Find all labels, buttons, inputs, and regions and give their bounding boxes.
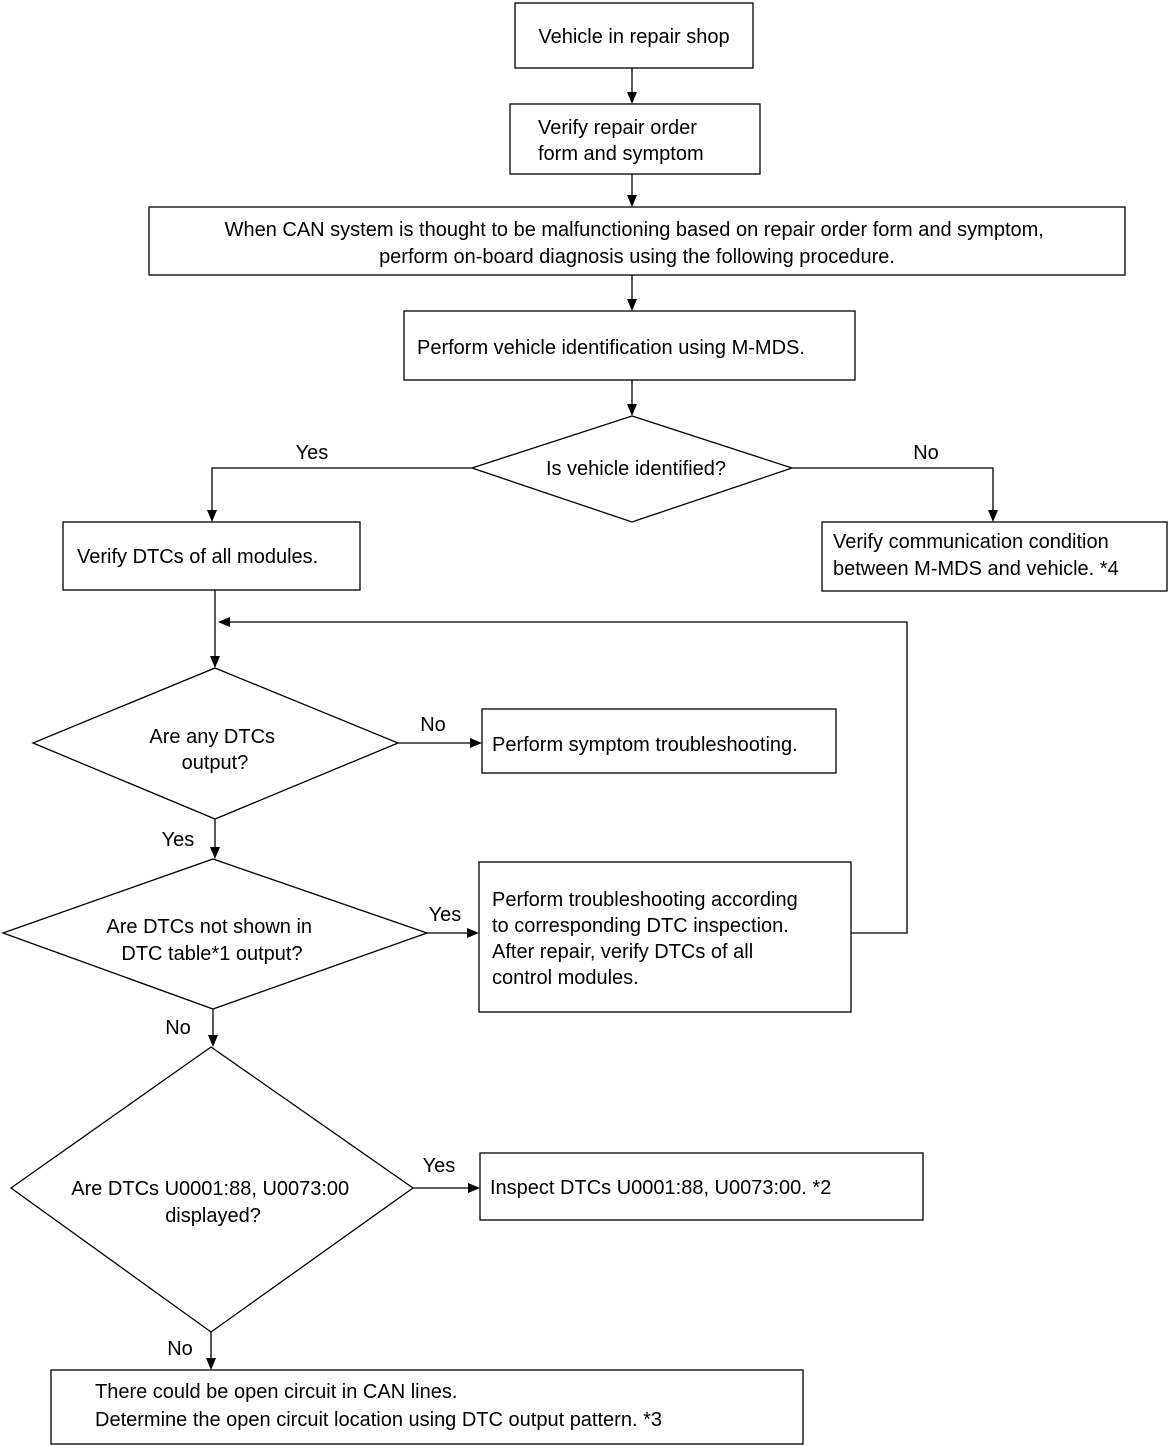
- arrowhead: [208, 1035, 218, 1047]
- open-circuit-text: There could be open circuit in CAN lines…: [95, 1381, 662, 1431]
- can-malfunction-box: [148, 206, 1126, 276]
- branch-label-yes: Yes: [296, 442, 329, 464]
- branch-label-no: No: [167, 1338, 193, 1360]
- dtc-inspection-text: Perform troubleshooting according to cor…: [492, 889, 803, 989]
- branch-label-no: No: [420, 714, 446, 736]
- verify-repair-order-box: [509, 103, 761, 175]
- arrowhead: [627, 404, 637, 416]
- vehicle-in-shop-box: [514, 2, 754, 69]
- arrowhead: [627, 299, 637, 311]
- vehicle-identification-box: [403, 310, 856, 381]
- verify-repair-order-text: Verify repair order form and symptom: [538, 117, 704, 165]
- u0001-displayed-text: Are DTCs U0001:88, U0073:00 displayed?: [71, 1178, 355, 1227]
- is-vehicle-identified-diamond: [469, 415, 795, 523]
- arrowhead: [470, 738, 482, 748]
- arrowhead: [627, 92, 637, 104]
- inspect-u0001-box: [479, 1152, 924, 1221]
- connector-line: [211, 467, 472, 510]
- can-malfunction-text: When CAN system is thought to be malfunc…: [225, 219, 1050, 268]
- branch-label-yes: Yes: [162, 829, 195, 851]
- any-dtcs-output-text: Are any DTCs output?: [149, 726, 280, 774]
- dtc-inspection-box: [478, 861, 852, 1013]
- arrowhead: [210, 656, 220, 668]
- dtcs-not-in-table-text: Are DTCs not shown in DTC table*1 output…: [106, 916, 317, 965]
- branch-label-no: No: [165, 1017, 191, 1039]
- arrowhead: [218, 617, 230, 627]
- is-vehicle-identified-text: Is vehicle identified?: [546, 458, 726, 480]
- branch-label-yes: Yes: [423, 1155, 456, 1177]
- arrowhead: [206, 1358, 216, 1370]
- verify-communication-box: [821, 521, 1168, 592]
- branch-label-yes: Yes: [429, 904, 462, 926]
- open-circuit-box: [50, 1369, 804, 1445]
- connector-line: [792, 467, 994, 510]
- symptom-troubleshooting-box: [481, 708, 837, 774]
- arrowhead: [627, 195, 637, 207]
- loop-back-line: [230, 621, 908, 934]
- arrowhead: [467, 928, 479, 938]
- arrowhead: [468, 1183, 480, 1193]
- inspect-u0001-text: Inspect DTCs U0001:88, U0073:00. *2: [490, 1177, 831, 1199]
- vehicle-in-shop-text: Vehicle in repair shop: [538, 26, 729, 48]
- arrowhead: [210, 847, 220, 859]
- verify-dtcs-all-box: [62, 521, 361, 591]
- symptom-troubleshooting-text: Perform symptom troubleshooting.: [492, 734, 798, 756]
- arrowhead: [207, 510, 217, 522]
- branch-label-no: No: [913, 442, 939, 464]
- verify-dtcs-all-text: Verify DTCs of all modules.: [77, 546, 318, 568]
- vehicle-identification-text: Perform vehicle identification using M-M…: [417, 337, 805, 359]
- verify-communication-text: Verify communication condition between M…: [833, 531, 1119, 580]
- arrowhead: [988, 510, 998, 522]
